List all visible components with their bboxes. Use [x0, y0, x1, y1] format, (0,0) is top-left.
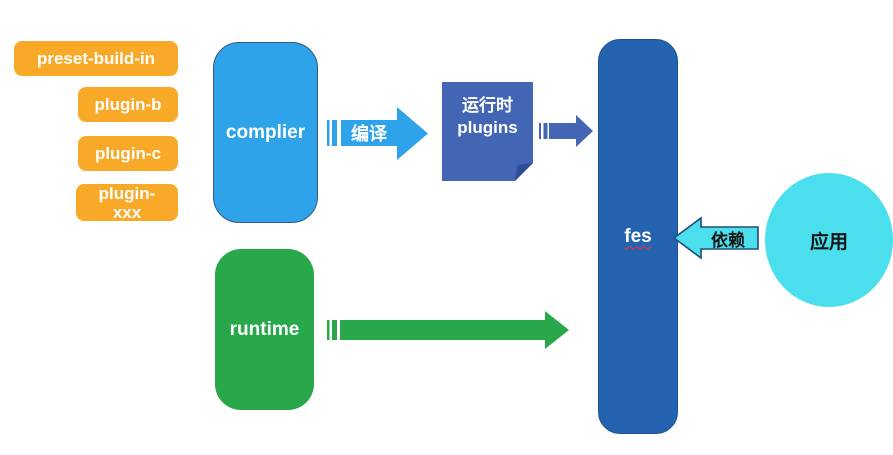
runtime-plugins-note	[442, 82, 533, 181]
fes-label: fes	[624, 225, 652, 247]
compile-arrow-icon	[327, 107, 428, 160]
app-label: 应用	[809, 231, 848, 253]
note-line2: plugins	[457, 117, 518, 137]
compile-arrow-label: 编译	[351, 124, 387, 144]
depends-arrow-label: 依赖	[711, 230, 745, 250]
pill-label: preset-build-in	[36, 49, 156, 68]
runtime-to-fes-arrow-icon	[327, 311, 569, 349]
fes-column: fes	[598, 39, 678, 434]
plugins-to-fes-arrow-icon	[539, 115, 593, 147]
note-line1: 运行时	[462, 95, 513, 115]
pill-label: plugin-xxx	[98, 183, 156, 222]
pill-plugin-b: plugin-b	[78, 87, 178, 122]
pill-label: plugin-c	[94, 144, 162, 163]
runtime-plugins-note-label: 运行时 plugins	[442, 82, 533, 181]
compiler-label: complier	[225, 121, 306, 143]
pill-preset-build-in: preset-build-in	[14, 41, 178, 76]
depends-arrow-icon	[672, 216, 759, 260]
compiler-block: complier	[213, 42, 318, 223]
pill-plugin-xxx: plugin-xxx	[76, 183, 178, 222]
pill-plugin-c: plugin-c	[78, 136, 178, 171]
runtime-block: runtime	[215, 249, 314, 410]
app-ellipse: 应用	[765, 173, 893, 307]
pill-label: plugin-b	[94, 95, 162, 114]
runtime-label: runtime	[229, 318, 300, 340]
